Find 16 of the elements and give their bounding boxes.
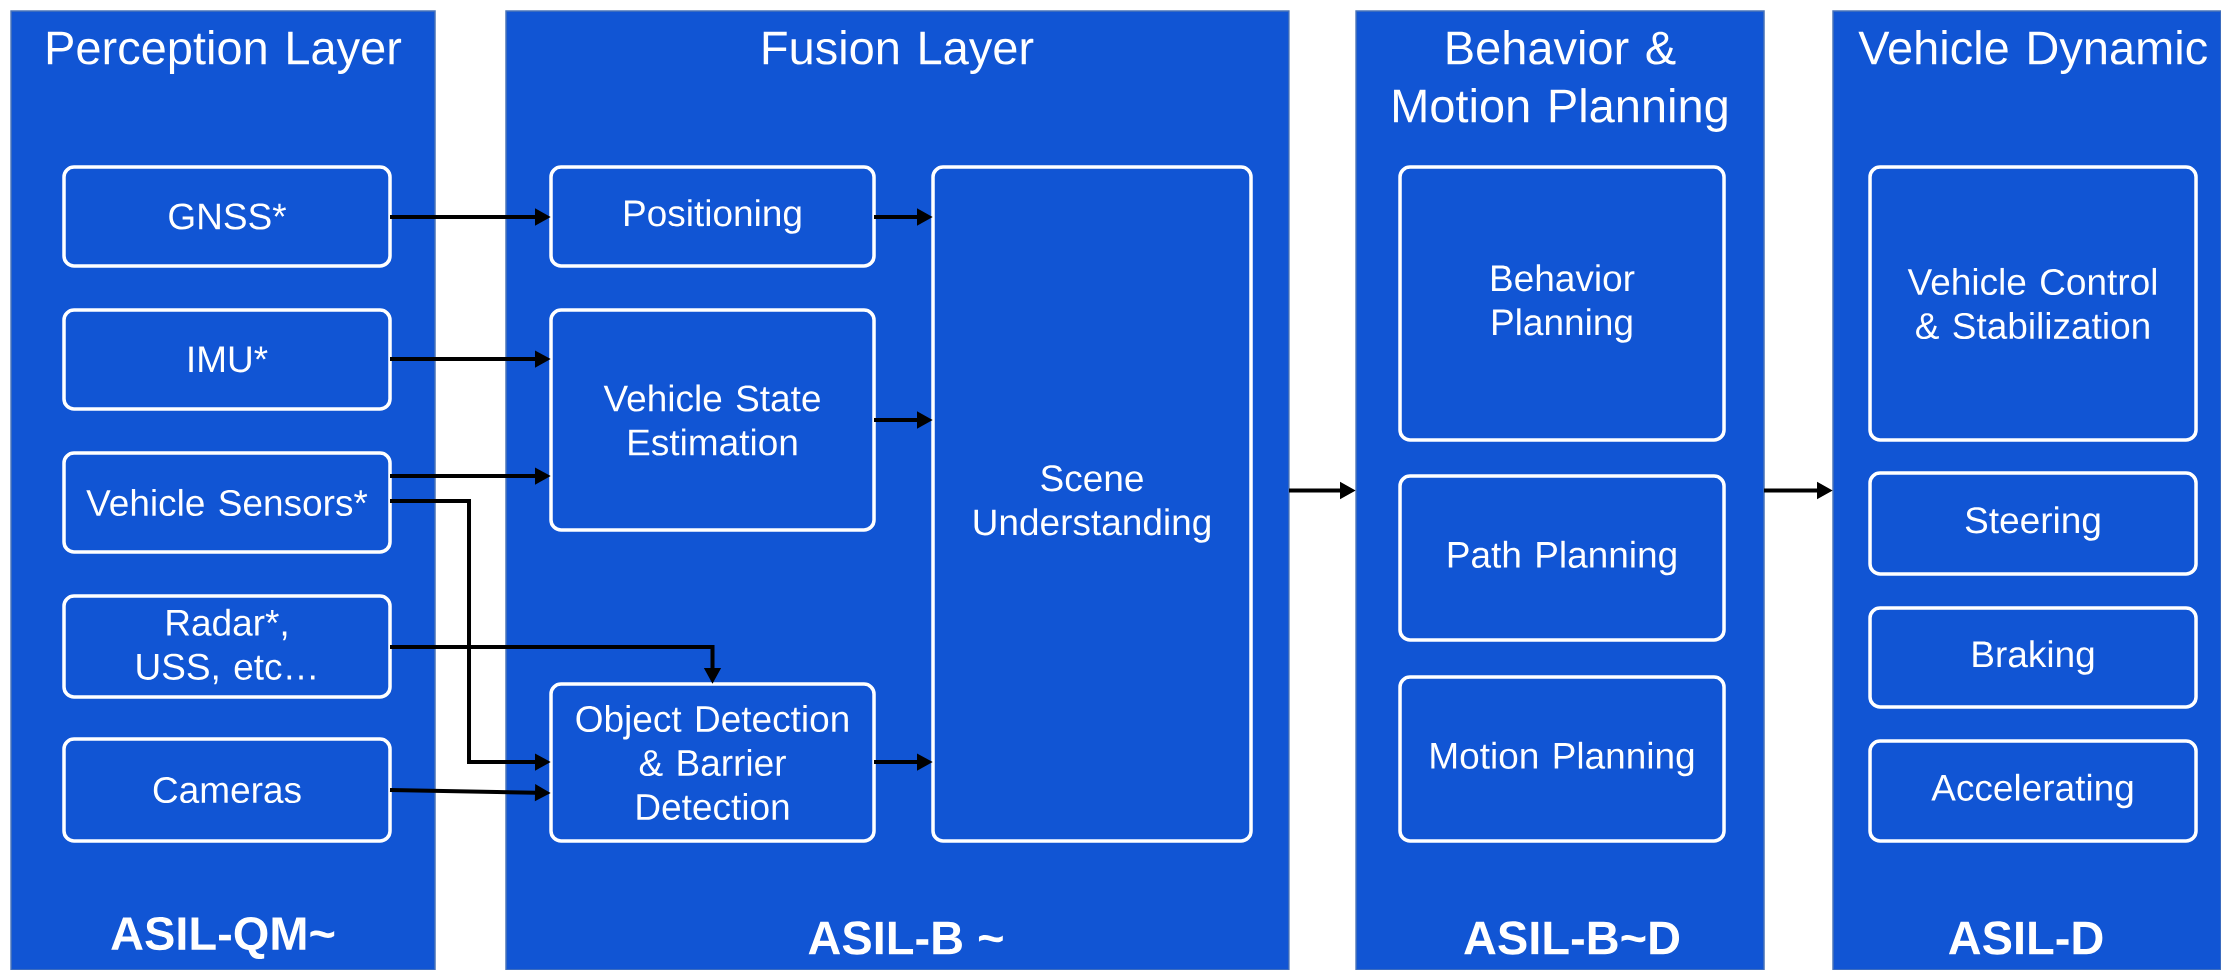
process-box: Scene Understanding [931, 165, 1253, 843]
process-box: Positioning [549, 165, 876, 268]
process-box: Braking [1868, 606, 2198, 709]
process-box: Vehicle State Estimation [549, 308, 876, 532]
process-box: IMU* [62, 308, 392, 411]
process-box: Behavior Planning [1398, 165, 1726, 442]
process-box: Steering [1868, 471, 2198, 576]
process-box: Vehicle Control & Stabilization [1868, 165, 2198, 442]
process-box: Path Planning [1398, 474, 1726, 642]
process-box: Vehicle Sensors* [62, 451, 392, 554]
process-box: Cameras [62, 737, 392, 843]
process-box: Radar*, USS, etc… [62, 594, 392, 699]
process-box: Object Detection & Barrier Detection [549, 682, 876, 843]
process-box: Accelerating [1868, 739, 2198, 843]
process-box: Motion Planning [1398, 675, 1726, 843]
process-box: GNSS* [62, 165, 392, 268]
